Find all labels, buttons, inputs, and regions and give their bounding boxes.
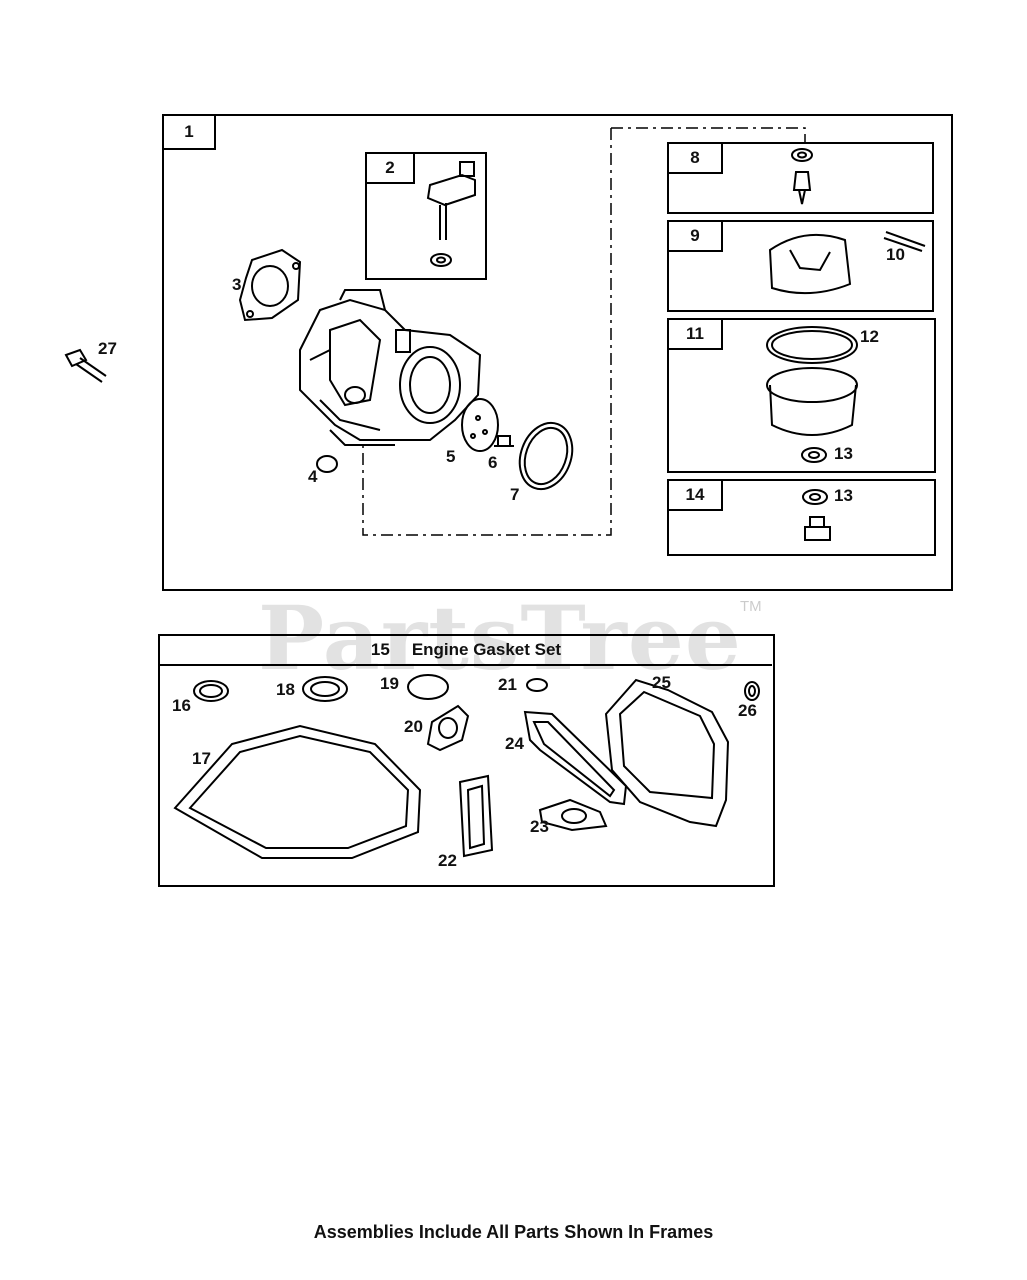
gasket-set-frame (158, 634, 775, 887)
bowl-11-drawing (766, 326, 858, 436)
watermark: PartsTree (258, 586, 742, 690)
seal-18-drawing (302, 676, 348, 702)
subframe-8-tag: 8 (669, 144, 723, 174)
assemblies-note: Assemblies Include All Parts Shown In Fr… (313, 1222, 714, 1242)
callout-5: 5 (446, 447, 456, 466)
gasket-20-drawing (426, 704, 470, 752)
subframe-8: 8 (667, 142, 934, 214)
callout-17: 17 (192, 749, 211, 768)
gasket-set-title: Engine Gasket Set (411, 640, 562, 659)
callout-12: 12 (860, 327, 879, 346)
callout-4: 4 (308, 467, 318, 486)
oring-4-drawing (316, 455, 338, 473)
float-pin-10-drawing (883, 231, 926, 252)
gasket-set-title-bar: 15 Engine Gasket Set (160, 636, 772, 666)
watermark-tm: TM (740, 598, 762, 615)
gasket-22-drawing (458, 774, 494, 858)
ring-21-drawing (526, 678, 548, 692)
callout-23: 23 (530, 817, 549, 836)
subframe-2: 2 (365, 152, 487, 280)
washer-13-drawing (801, 447, 827, 463)
gasket-23-drawing (538, 798, 608, 832)
callout-20: 20 (404, 717, 423, 736)
main-kit-tag: 1 (164, 116, 216, 150)
plate-5-drawing (461, 398, 499, 452)
carburetor-body-drawing (299, 289, 482, 446)
subframe-14-tag: 14 (669, 481, 723, 511)
group-bracket-line (362, 127, 806, 536)
float-9-drawing (768, 233, 852, 295)
subframe-11-tag: 11 (669, 320, 723, 350)
ring-7-drawing (518, 421, 574, 491)
carb-gasket-drawing (238, 248, 302, 322)
bowl-nut-14-drawing (802, 489, 831, 541)
subframe-14: 14 (667, 479, 936, 556)
main-kit-frame: 1 (162, 114, 953, 591)
callout-25: 25 (652, 673, 671, 692)
callout-16: 16 (172, 696, 191, 715)
subframe-2-tag: 2 (367, 154, 415, 184)
callout-7: 7 (510, 485, 520, 504)
subframe-9: 9 (667, 220, 934, 312)
callout-10: 10 (886, 245, 905, 264)
needle-seat-8-drawing (791, 148, 813, 205)
callout-19: 19 (380, 674, 399, 693)
callout-3: 3 (232, 275, 242, 294)
callout-22: 22 (438, 851, 457, 870)
gasket-25-drawing (604, 678, 730, 828)
gasket-24-drawing (523, 710, 628, 806)
callout-13-a: 13 (834, 444, 853, 463)
subframe-9-tag: 9 (669, 222, 723, 252)
choke-shaft-drawing (426, 161, 476, 267)
seal-16-drawing (193, 680, 229, 702)
ring-19-drawing (407, 674, 449, 700)
gasket-17-drawing (173, 724, 422, 859)
callout-13-b: 13 (834, 486, 853, 505)
screw-6-drawing (494, 435, 514, 447)
subframe-11: 11 (667, 318, 936, 473)
bolt-27-drawing (64, 348, 107, 383)
callout-6: 6 (488, 453, 498, 472)
callout-26: 26 (738, 701, 757, 720)
callout-21: 21 (498, 675, 517, 694)
callout-18: 18 (276, 680, 295, 699)
callout-24: 24 (505, 734, 524, 753)
washer-26-drawing (744, 681, 760, 701)
gasket-set-number: 15 (370, 640, 390, 659)
callout-27: 27 (98, 339, 117, 358)
